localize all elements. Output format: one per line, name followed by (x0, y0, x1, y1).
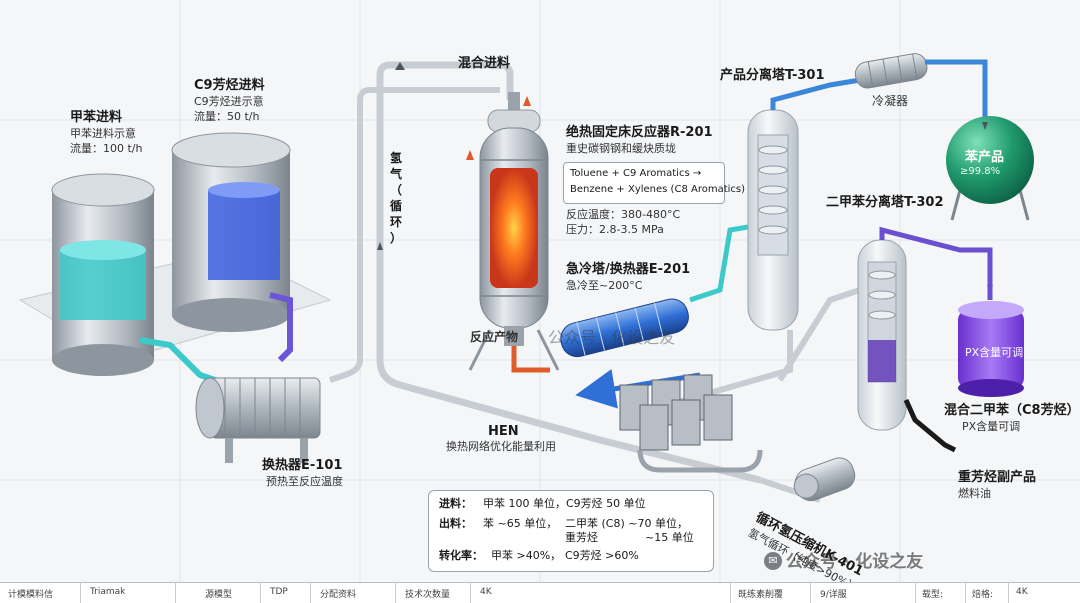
toluene-feed-sub2: 流量：100 t/h (70, 142, 143, 155)
footer-cell: Triamak (90, 587, 126, 597)
output-label: 出料： (439, 517, 472, 530)
footer-cell: 9/详服 (820, 590, 847, 600)
heavy-sub: 燃料油 (958, 487, 991, 500)
column-t302 (857, 239, 907, 431)
mixed-xylene-sub: PX含量可调 (962, 420, 1021, 433)
toluene-tank (51, 173, 155, 376)
footer-bar: 计模模料信 Triamak 源模型 TDP 分配资料 技术次数量 4K 既练素削… (0, 582, 1080, 603)
hydrogen-char: ） (389, 231, 402, 245)
heavy-outlet-pipe (903, 398, 957, 453)
benzene-purity: ≥99.8% (960, 166, 1001, 177)
toluene-feed-title: 甲苯进料 (70, 110, 123, 125)
conversion-c9: C9芳烃 >60% (565, 549, 639, 562)
px-tank (958, 301, 1024, 397)
t302-to-px-pipe (879, 226, 993, 300)
reactor-sub: 重史碳钢钢和缓炔质垅 (566, 142, 676, 155)
footer-cell: 4K (480, 587, 492, 597)
wechat-icon: ✉ (764, 552, 782, 570)
hen-title: HEN (488, 424, 519, 439)
hydrogen-char: 氢 (389, 151, 402, 165)
benzene-title: 苯产品 (965, 150, 1005, 165)
hydrogen-recycle-pipe (376, 61, 514, 360)
reaction-product-label: 反应产物 (470, 330, 519, 344)
hen-loop-pipe (637, 449, 763, 473)
benzene-sphere (946, 116, 1034, 221)
reactor-temp: 反应温度：380-480°C (566, 208, 681, 221)
c9-tank (171, 132, 291, 332)
quench-to-column-pipe (689, 222, 761, 303)
c9-feed-sub1: C9芳烃进示意 (194, 95, 264, 108)
quench-sub: 急冷至~200°C (566, 279, 643, 292)
heavy-title: 重芳烃副产品 (958, 470, 1037, 485)
output-xylene: 二甲苯 (C8) ~70 单位， (565, 517, 688, 530)
c9-feed-sub2: 流量：50 t/h (194, 110, 260, 123)
conversion-toluene: 甲苯 >40%， (491, 549, 562, 562)
reactor-r201 (468, 92, 560, 371)
c9-feed-pipe (269, 292, 293, 363)
compressor-k401 (793, 457, 856, 502)
footer-cell: 4K (1016, 587, 1028, 597)
hen-exchangers (619, 374, 733, 451)
toluene-feed-sub1: 甲苯进料示意 (70, 127, 136, 140)
hydrogen-char: 气 (389, 167, 402, 181)
feed-to-mix-pipe (329, 87, 430, 383)
output-heavy: ~15 单位 (645, 531, 694, 544)
hen-sub: 换热网络优化能量利用 (446, 440, 556, 453)
reactor-pressure: 压力：2.8-3.5 MPa (566, 223, 664, 236)
feed-label: 进料： (439, 497, 472, 510)
quench-exchanger-e201 (560, 298, 689, 358)
condenser (854, 53, 928, 89)
blue-flow-arrow (575, 369, 701, 409)
footer-cell: TDP (270, 587, 288, 597)
feed-value: 甲苯 100 单位，C9芳烃 50 单位 (483, 497, 646, 510)
output-benzene: 苯 ~65 单位， (483, 517, 558, 530)
footer-cell: 焙格: (972, 590, 994, 600)
hydrogen-return-pipe (376, 359, 761, 484)
footer-cell: 分配资料 (320, 590, 357, 600)
flow-arrows (377, 62, 993, 293)
hydrogen-recycle-label: 氢 气 （ 循 环 ） (388, 150, 404, 246)
c9-feed-title: C9芳烃进料 (194, 78, 265, 93)
footer-cell: 源模型 (205, 590, 233, 600)
reaction-line1: Toluene + C9 Aromatics → (570, 168, 702, 179)
px-tank-label: PX含量可调 (965, 346, 1024, 359)
hydrogen-char: 环 (389, 215, 402, 229)
footer-cell: 技术次数量 (405, 590, 451, 600)
hydrogen-char: （ (389, 183, 402, 197)
footer-cell: 计模模料信 (8, 590, 54, 600)
condenser-title: 冷凝器 (872, 94, 909, 108)
reactor-outlet-pipe (511, 346, 550, 373)
footer-cell: 载型: (922, 590, 944, 600)
conversion-label: 转化率： (439, 549, 483, 562)
center-watermark: 公众号 · 化设之友 (548, 328, 676, 347)
compressor-pipe (777, 287, 861, 382)
condenser-to-benzene-pipe (925, 59, 988, 120)
column-top-pipe (770, 77, 861, 110)
t301-title: 产品分离塔T-301 (720, 68, 825, 83)
reactor-title: 绝热固定床反应器R-201 (566, 125, 713, 140)
mixed-xylene-title: 混合二甲苯（C8芳烃） (944, 403, 1080, 418)
mix-feed-title: 混合进料 (458, 56, 511, 71)
e101-title: 换热器E-101 (262, 458, 343, 473)
brand-watermark: 公众号 · 化设之友 (786, 552, 924, 572)
column-t301 (747, 109, 799, 331)
reaction-equation-box: Toluene + C9 Aromatics → Benzene + Xylen… (563, 162, 745, 204)
footer-cell: 既练素削覆 (738, 590, 784, 600)
hydrogen-char: 循 (389, 199, 402, 213)
exchanger-e101 (195, 377, 321, 463)
reaction-line2: Benzene + Xylenes (C8 Aromatics) (570, 184, 746, 195)
material-balance-box: 进料： 甲苯 100 单位，C9芳烃 50 单位 出料： 苯 ~65 单位， 二… (428, 490, 714, 572)
e101-sub: 预热至反应温度 (266, 475, 343, 488)
output-heavy-label: 重芳烃 (565, 531, 598, 544)
t302-title: 二甲苯分离塔T-302 (826, 195, 944, 210)
quench-title: 急冷塔/换热器E-201 (566, 262, 691, 277)
